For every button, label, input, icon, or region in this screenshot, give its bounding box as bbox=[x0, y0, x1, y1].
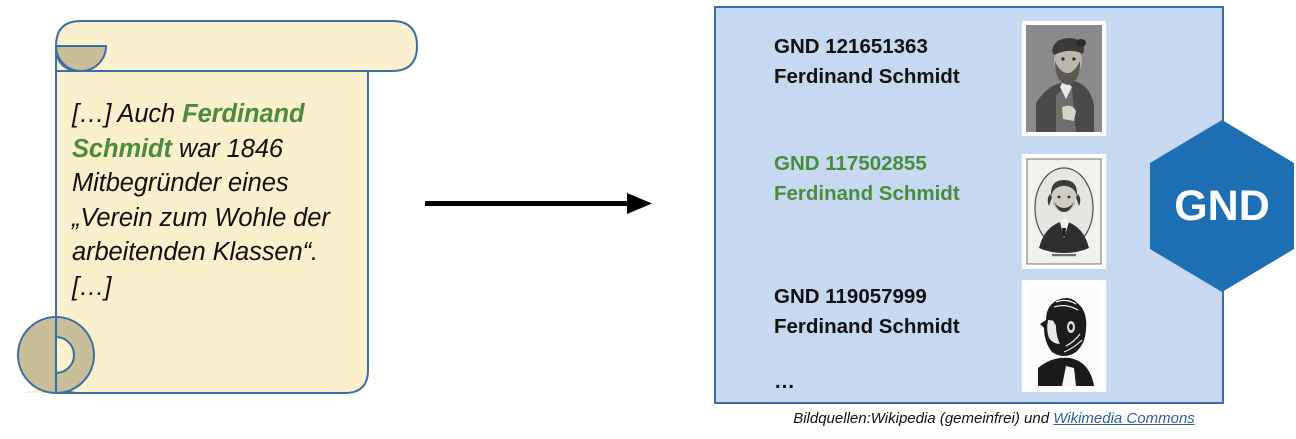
quote-segment-0: […] Auch bbox=[72, 100, 183, 128]
gnd-logo: GND bbox=[1148, 118, 1296, 294]
gnd-entry-2[interactable]: GND 117502855 Ferdinand Schmidt bbox=[774, 149, 960, 209]
gnd-entry-2-id: GND 117502855 bbox=[774, 152, 927, 175]
gnd-entry-3[interactable]: GND 119057999 Ferdinand Schmidt bbox=[774, 282, 960, 342]
quote-text: […] Auch Ferdinand Schmidt war 1846 Mitb… bbox=[72, 97, 358, 304]
gnd-entry-1-id: GND 121651363 bbox=[774, 35, 928, 58]
gnd-entry-3-id: GND 119057999 bbox=[774, 285, 927, 308]
caption-prefix: Bildquellen:Wikipedia (gemeinfrei) und bbox=[793, 410, 1054, 427]
hexagon-icon bbox=[1150, 120, 1294, 292]
scroll-icon bbox=[17, 20, 419, 395]
wikimedia-commons-link[interactable]: Wikimedia Commons bbox=[1053, 410, 1195, 427]
gnd-entry-1[interactable]: GND 121651363 Ferdinand Schmidt bbox=[774, 32, 960, 92]
quote-segment-2: war 1846 Mitbegründer eines „Verein zum … bbox=[72, 134, 330, 301]
portrait-woodcut-profile bbox=[1022, 280, 1106, 392]
portrait-engraving-oval-vignette bbox=[1022, 154, 1106, 269]
quote-scroll-card: […] Auch Ferdinand Schmidt war 1846 Mitb… bbox=[0, 0, 440, 439]
quote-highlight-name: Ferdinand Schmidt bbox=[72, 100, 305, 163]
portrait-photo-bearded-man-with-cap bbox=[1022, 21, 1106, 136]
gnd-logo-label: GND bbox=[1174, 181, 1270, 230]
flow-arrow bbox=[418, 182, 663, 227]
gnd-entry-1-name: Ferdinand Schmidt bbox=[774, 65, 960, 88]
gnd-entry-2-name: Ferdinand Schmidt bbox=[774, 182, 960, 205]
more-results-indicator: … bbox=[774, 370, 796, 393]
gnd-entry-3-name: Ferdinand Schmidt bbox=[774, 315, 960, 338]
gnd-results-panel: GND 121651363 Ferdinand Schmidt GND 1175… bbox=[714, 6, 1224, 404]
image-source-caption: Bildquellen:Wikipedia (gemeinfrei) und W… bbox=[714, 410, 1274, 427]
arrow-right-icon bbox=[425, 193, 652, 214]
